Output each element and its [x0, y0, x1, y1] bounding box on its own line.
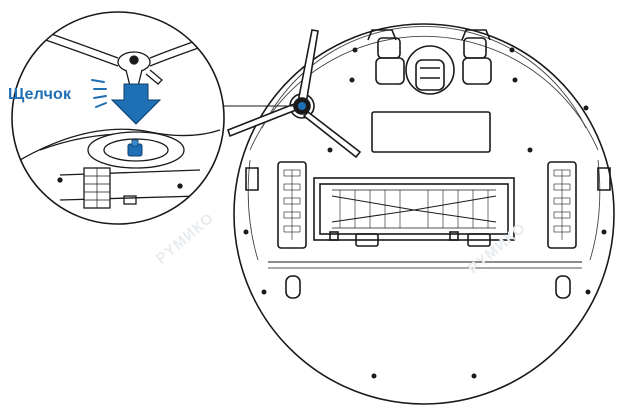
screw-icon	[243, 47, 607, 379]
robot-body	[233, 23, 615, 405]
side-brush	[227, 29, 362, 159]
callout-zoom	[11, 11, 225, 225]
screw-icon	[127, 139, 143, 157]
front-caster	[367, 29, 492, 95]
down-arrow-icon	[110, 83, 162, 125]
right-wheel	[547, 161, 577, 249]
click-wave-icon	[91, 79, 107, 108]
right-foot	[555, 275, 571, 299]
sensor-plate	[371, 111, 491, 153]
left-foot	[285, 275, 301, 299]
left-wheel	[277, 161, 307, 249]
main-brush-housing	[313, 177, 515, 247]
click-label: Щелчок	[8, 86, 72, 103]
